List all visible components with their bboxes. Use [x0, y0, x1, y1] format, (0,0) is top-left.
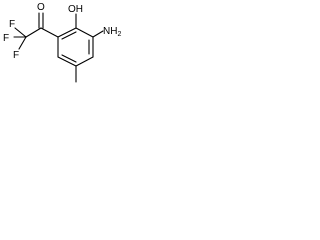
- atom-label-fluorine-bottom: F: [13, 50, 19, 61]
- bond-ring-inner-c5-c6: [61, 54, 77, 63]
- atom-label-amine-subscript: 2: [117, 31, 121, 38]
- atom-label-fluorine-left: F: [3, 33, 9, 44]
- chemical-structure: O OH NH2 F F F: [3, 2, 121, 83]
- atom-label-hydroxyl: OH: [68, 4, 83, 15]
- atom-label-carbonyl-oxygen: O: [37, 2, 45, 13]
- bond-ring-c4-c5: [75, 56, 94, 67]
- bond-ring-c1-c2: [57, 27, 77, 38]
- bond-carbonyl-cf3: [25, 27, 42, 38]
- bond-ring-c5-c6: [57, 56, 77, 67]
- bond-carbonyl-ring: [40, 27, 59, 38]
- atom-label-fluorine-top: F: [9, 19, 15, 30]
- bond-ring-inner-c1-c2: [61, 31, 77, 40]
- atom-label-amine-symbol: NH: [103, 26, 117, 37]
- bond-cf3-f-bottom: [18, 36, 27, 50]
- bond-ring-c2-c3: [75, 27, 94, 38]
- atom-labels: O OH NH2 F F F: [3, 2, 121, 61]
- bond-ring-amine: [92, 30, 104, 38]
- bond-cf3-f-top: [14, 27, 27, 38]
- atom-label-amine: NH2: [103, 26, 121, 38]
- bonds: [13, 12, 104, 83]
